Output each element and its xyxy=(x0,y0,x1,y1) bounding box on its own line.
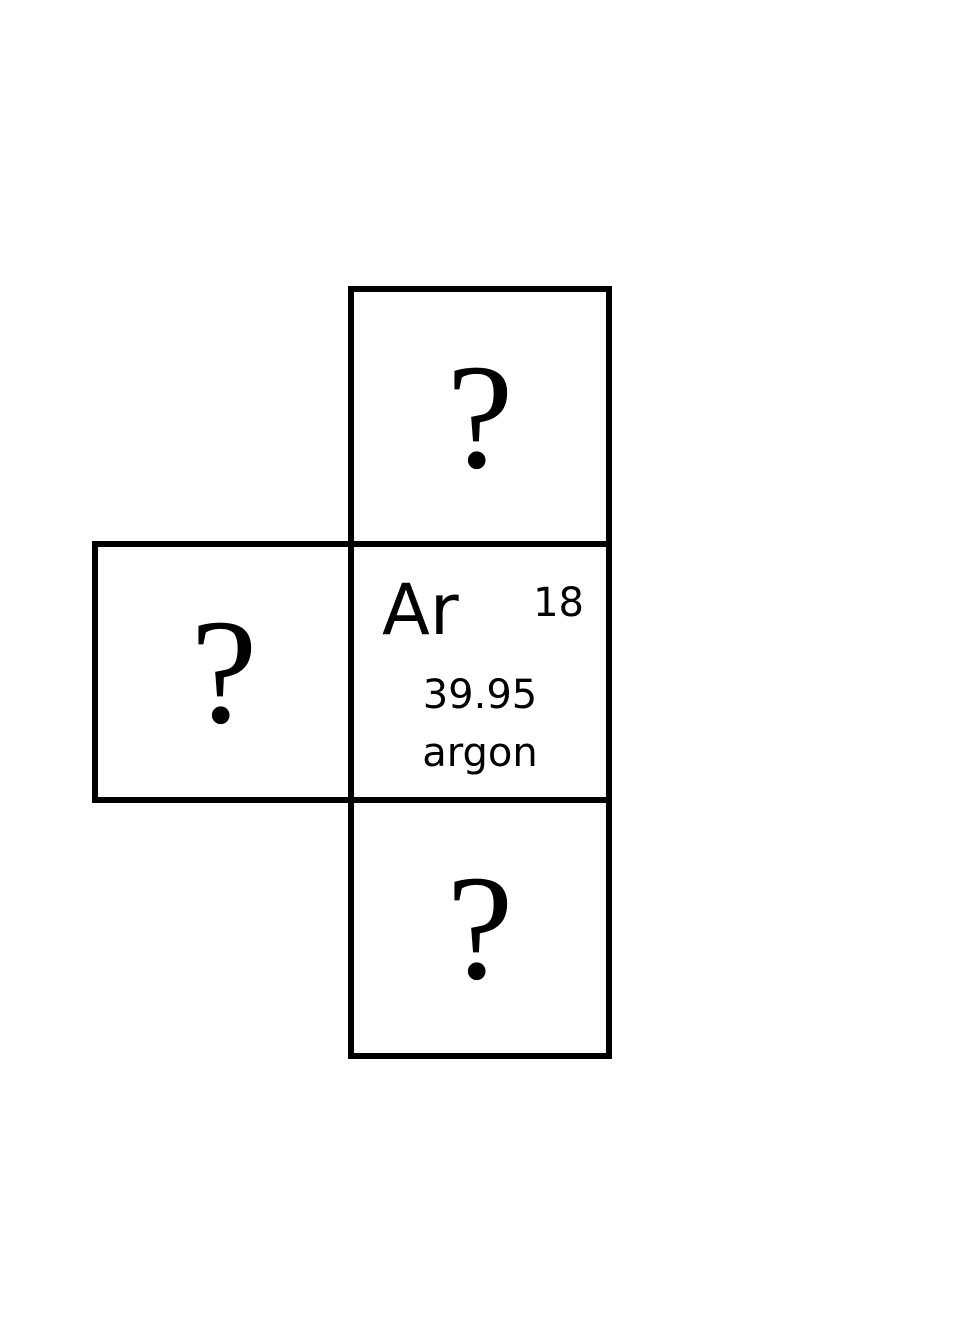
unknown-element-mark: ? xyxy=(446,334,514,500)
element-tile-above: ? xyxy=(348,286,612,548)
element-tile-left: ? xyxy=(92,541,356,803)
element-name: argon xyxy=(422,730,538,776)
element-tile-below: ? xyxy=(348,797,612,1059)
unknown-element-mark: ? xyxy=(190,589,258,755)
atomic-mass: 39.95 xyxy=(422,672,538,718)
element-symbol: Ar xyxy=(382,569,459,651)
element-tile-argon: Ar 18 39.95 argon xyxy=(348,541,612,803)
atomic-number: 18 xyxy=(533,580,584,626)
unknown-element-mark: ? xyxy=(446,845,514,1011)
